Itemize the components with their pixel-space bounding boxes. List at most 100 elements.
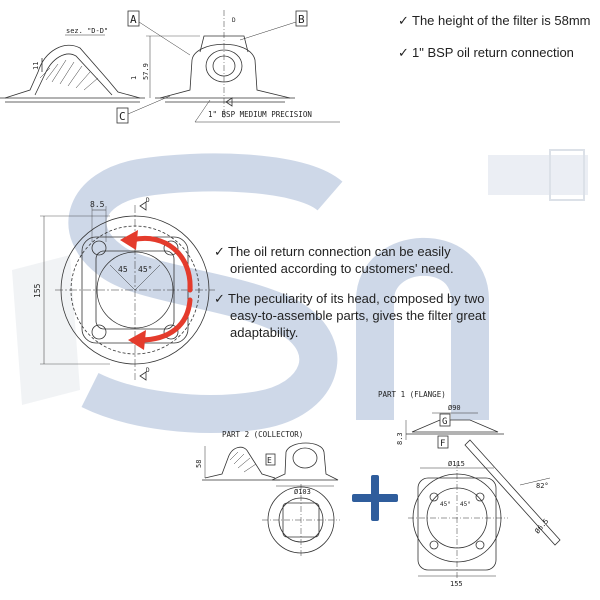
dim-8-5-text: 8.5 [90, 200, 105, 209]
callout-g-box [439, 413, 451, 427]
diag-right [134, 264, 161, 291]
section-profile-inner [34, 53, 113, 96]
section-hatch [39, 59, 99, 91]
part1-angle-right: 45° [460, 501, 471, 508]
check-icon: ✓ [398, 45, 409, 60]
collector-port [292, 447, 318, 469]
section-profile [4, 44, 141, 99]
part2-text: PART 2 (COLLECTOR) 58 Ø103 E [195, 430, 311, 496]
part1-dim-8-3: 8.3 [396, 432, 404, 445]
part1-dim-155: 155 [450, 580, 463, 588]
dim-one-text: 1 [130, 76, 138, 80]
callout-a-text: A [130, 13, 137, 26]
part1-dim-90: Ø90 [448, 404, 461, 412]
section-label: sez. "D-D" [66, 27, 108, 35]
flange-angled-section [464, 439, 561, 546]
part2-callout-e: E [267, 456, 272, 465]
part2-title: PART 2 (COLLECTOR) [222, 430, 303, 439]
view-marker-bottom [139, 371, 147, 381]
part1-title: PART 1 (FLANGE) [378, 390, 446, 399]
note-head-design: ✓The peculiarity of its head, composed b… [214, 290, 504, 341]
collector-side [271, 442, 339, 481]
middle-drawing [40, 201, 215, 381]
rotation-arrowhead-upper [120, 230, 138, 250]
check-icon: ✓ [214, 291, 225, 306]
note-filter-height-text: The height of the filter is 58mm [412, 13, 591, 28]
side-body [159, 43, 291, 99]
part2-dim-103: Ø103 [294, 488, 311, 496]
watermark-ghost-rect [12, 255, 80, 405]
thread-leader-diag [194, 99, 211, 123]
note-orientation-line1: The oil return connection can be easily [228, 244, 451, 259]
top-drawing-text: sez. "D-D" A B C 57.9 1 11 1" BSP MEDIUM… [32, 13, 312, 123]
rotation-arrow-lower [137, 297, 193, 343]
flange-hole-tl [429, 492, 439, 502]
collector-profile [204, 446, 276, 479]
flange-hole-br [475, 540, 485, 550]
flange-profile [411, 419, 499, 433]
part1-dim-angle: 82° [536, 482, 549, 490]
part2-dim-58: 58 [195, 460, 203, 468]
note-bsp-connection: ✓1" BSP oil return connection [398, 44, 574, 61]
view-marker-bottom-text: D [146, 367, 150, 374]
check-icon: ✓ [214, 244, 225, 259]
hole-tl [91, 240, 107, 256]
top-drawing [0, 10, 340, 124]
flange-angled-leader [519, 477, 551, 486]
collector-hatch [229, 451, 257, 473]
part1-angle-left: 45° [440, 501, 451, 508]
dim-eleven-text: 11 [32, 62, 40, 70]
plus-vertical [371, 475, 379, 521]
plus-sign [352, 475, 398, 521]
hole-tr [163, 240, 179, 256]
watermark-light-bar [488, 155, 588, 195]
check-icon: ✓ [398, 13, 409, 28]
part1-callout-f: F [440, 439, 445, 449]
callout-a-box [127, 10, 140, 27]
callout-e-box [265, 453, 276, 466]
watermark-letter-n [356, 237, 489, 420]
angle-left-text: 45 [118, 265, 128, 274]
callout-c-leader [127, 95, 171, 115]
flange-square [417, 477, 497, 571]
hole-bl [91, 324, 107, 340]
note-orientation: ✓The oil return connection can be easily… [214, 243, 504, 277]
angle-right-text: 45° [138, 265, 152, 274]
part1-drawing [405, 412, 561, 578]
diag-left [109, 264, 136, 291]
part2-drawing [202, 442, 340, 556]
watermark-bar-cap [549, 149, 585, 201]
callout-b-box [295, 10, 308, 27]
view-marker-arrow [225, 97, 233, 107]
callout-f-box [437, 435, 449, 449]
callout-b-text: B [298, 13, 305, 26]
rotation-arrows [129, 236, 193, 343]
note-head-line1: The peculiarity of its head, composed by… [228, 291, 485, 306]
rotation-arrow-upper [129, 236, 193, 293]
watermark-logo [12, 149, 588, 433]
hole-br [163, 324, 179, 340]
view-marker-text: D [232, 17, 236, 24]
note-head-line3: adaptability. [230, 325, 299, 340]
view-marker-top [139, 201, 147, 211]
rotation-arrow-heads [120, 230, 146, 350]
note-filter-height: ✓The height of the filter is 58mm [398, 12, 590, 29]
view-marker-top-text: D [146, 197, 150, 204]
callout-b-leader [239, 21, 297, 41]
dim-155-text: 155 [33, 283, 42, 298]
callout-c-box [116, 107, 129, 124]
part1-callout-g: G [442, 417, 447, 427]
part1-dim-115: Ø115 [448, 460, 465, 468]
note-head-line2: easy-to-assemble parts, gives the filter… [230, 308, 486, 323]
middle-drawing-text: 8.5 155 45 45° D D [33, 197, 152, 374]
note-orientation-line2: oriented according to customers' need. [230, 261, 454, 276]
note-bsp-connection-text: 1" BSP oil return connection [412, 45, 574, 60]
callout-a-leader [138, 21, 191, 56]
flange-hole-bl [429, 540, 439, 550]
flange-hole-tr [475, 492, 485, 502]
rotation-arrowhead-lower [128, 330, 146, 350]
callout-c-text: C [119, 110, 126, 123]
dim-57-9-text: 57.9 [142, 63, 150, 80]
thread-label: 1" BSP MEDIUM PRECISION [208, 110, 312, 119]
